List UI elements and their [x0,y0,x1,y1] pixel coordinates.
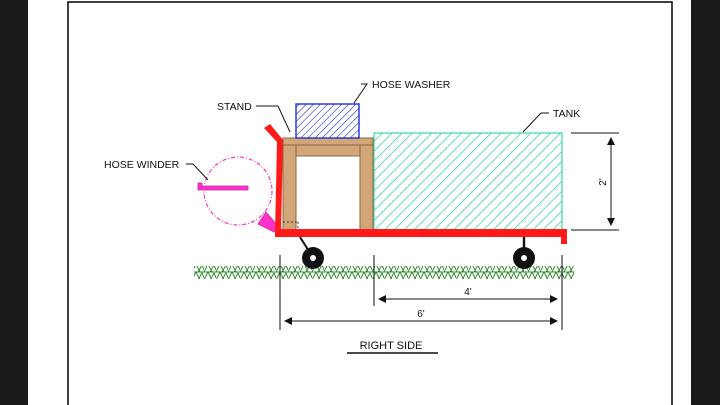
stand-label: STAND [217,101,252,113]
tank-label: TANK [553,108,580,120]
rear-wheel [513,237,535,269]
tank-height-dimension [571,132,619,231]
view-title: RIGHT SIDE [360,340,423,352]
leader-lines [186,83,549,181]
tank-length-value: 4' [464,287,472,298]
sheet-border [67,1,673,405]
stand [282,137,374,232]
length-dimensions [279,255,563,330]
front-wheel [299,236,324,269]
ground-grass [194,266,574,279]
tank [373,132,563,231]
hose-washer [295,103,360,139]
hose-winder-label: HOSE WINDER [104,159,180,171]
hose-washer-label: HOSE WASHER [372,79,451,91]
tank-height-value: 2' [598,178,609,186]
cart-frame [264,124,567,244]
overall-length-value: 6' [417,309,425,320]
